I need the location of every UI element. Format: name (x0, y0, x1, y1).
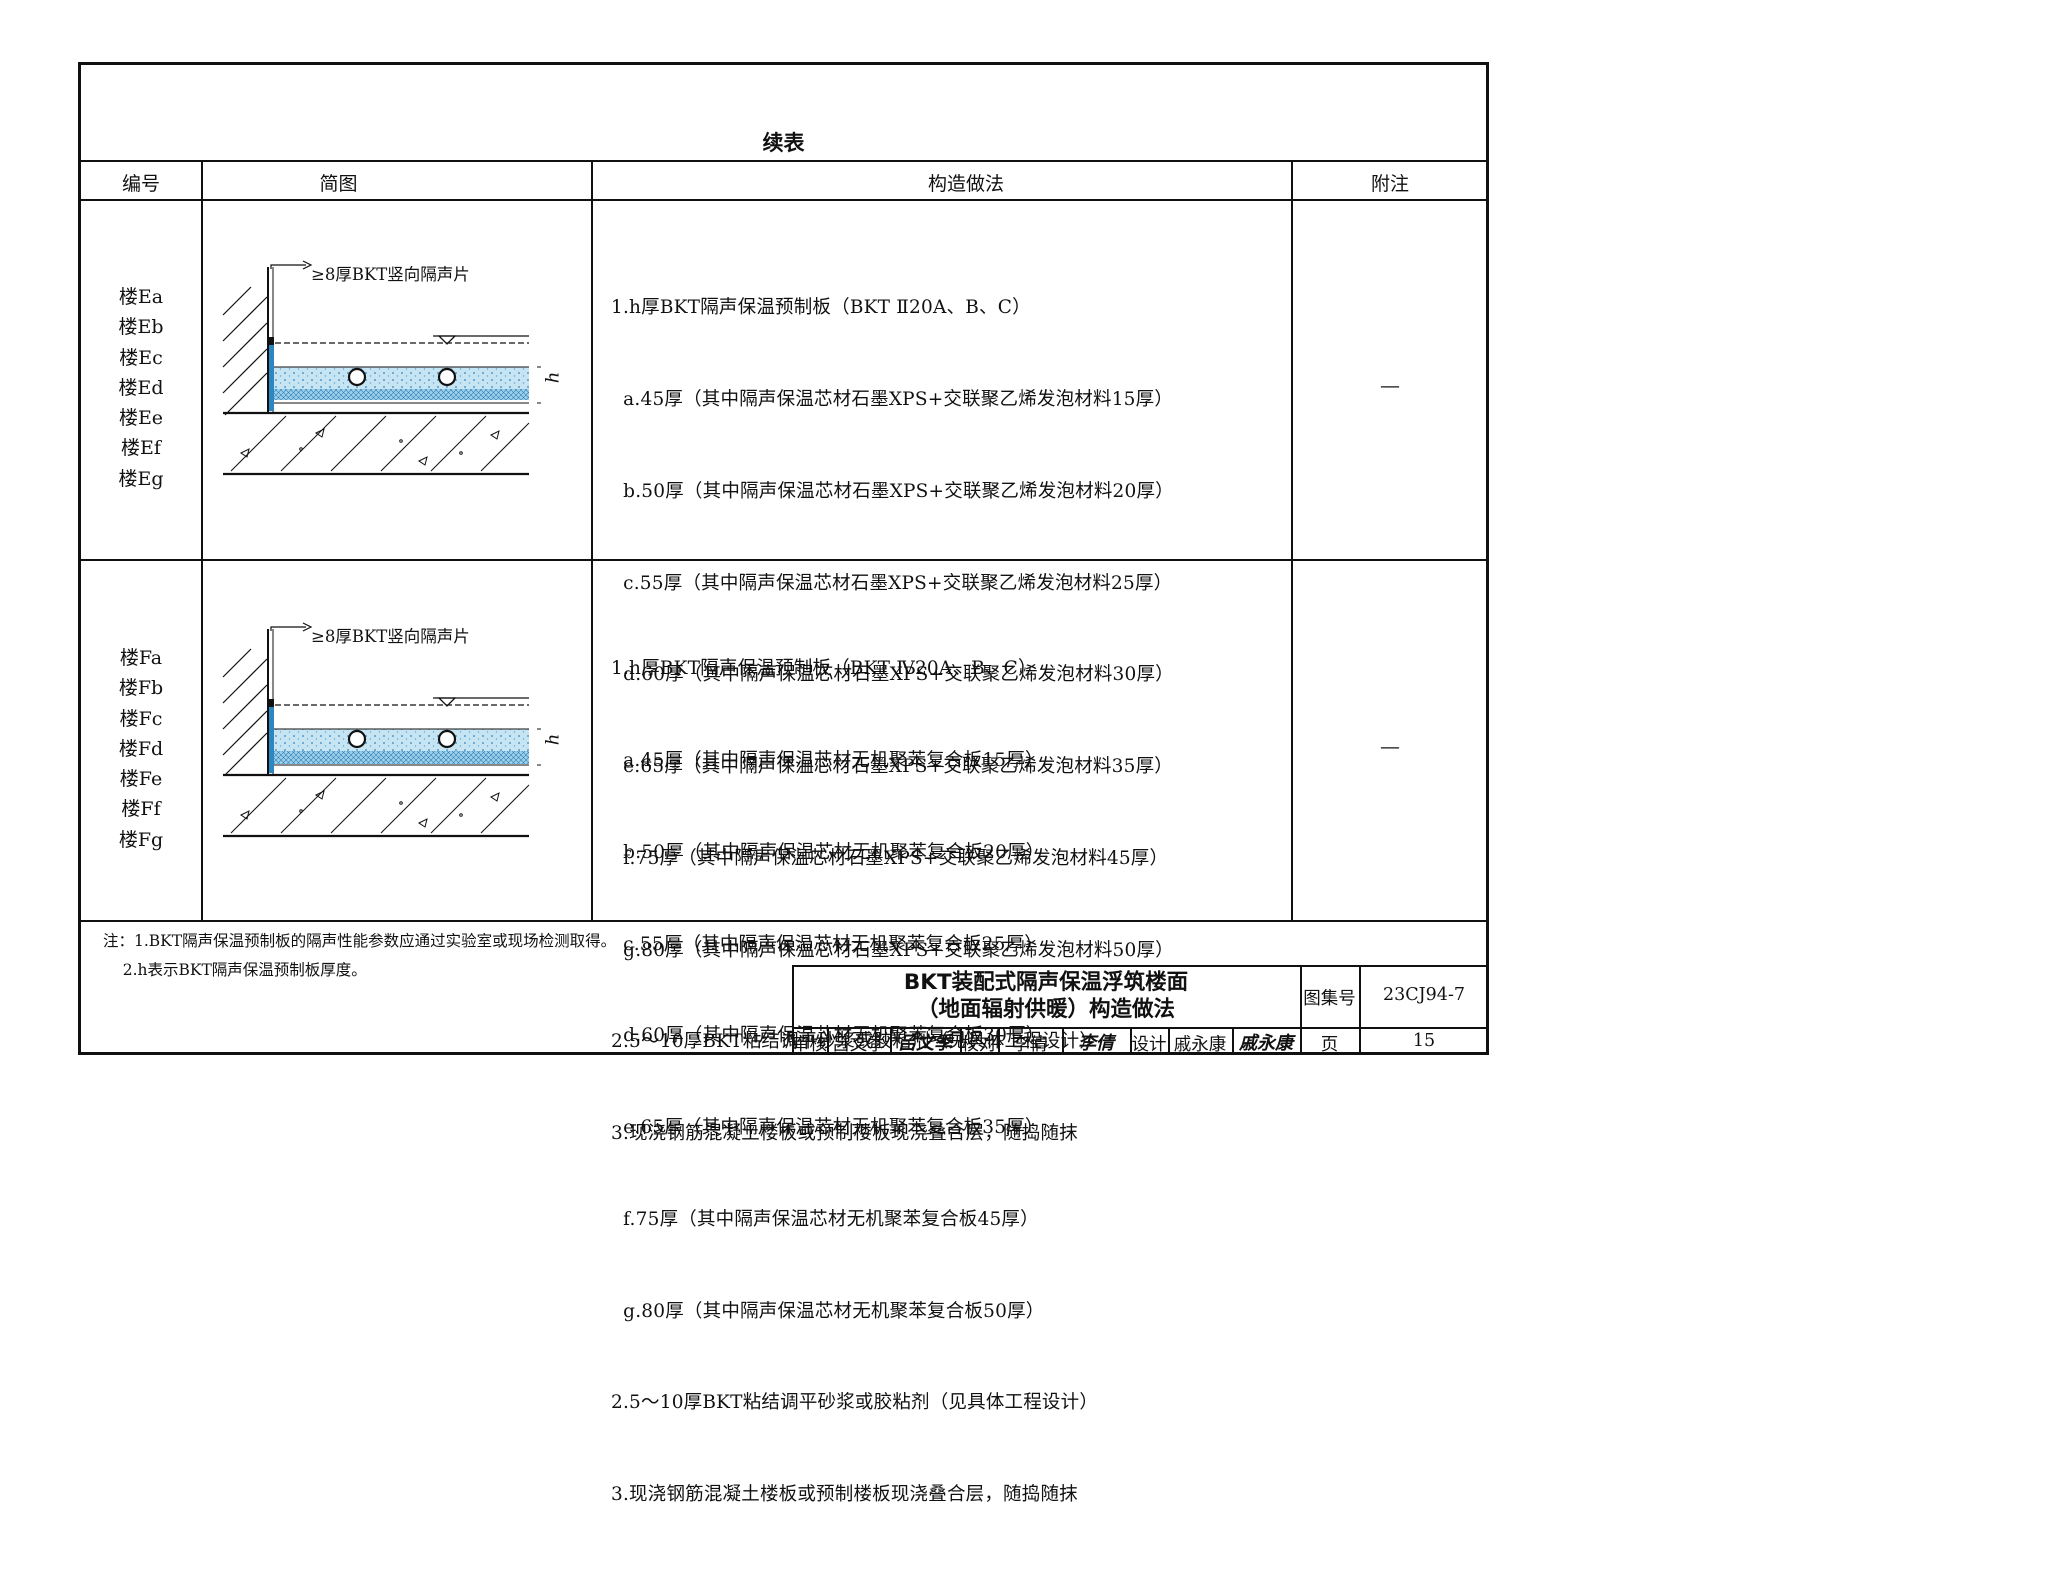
code-item: 楼Fb (118, 677, 164, 700)
design-signature: 戚永康 (1239, 1033, 1293, 1054)
step-line: b.50厚（其中隔声保温芯材无机聚苯复合板20厚） (611, 841, 1045, 863)
col-line-3 (1291, 160, 1293, 921)
step-line: c.55厚（其中隔声保温芯材石墨XPS+交联聚乙烯发泡材料25厚） (611, 572, 1173, 594)
note-2: 2.h表示BKT隔声保温预制板厚度。 (103, 961, 367, 979)
drawing-title: BKT装配式隔声保温浮筑楼面 （地面辐射供暖）构造做法 (792, 969, 1300, 1023)
header-bottom-line (81, 199, 1486, 201)
col-line-1 (201, 160, 203, 921)
row-1-sketch-label: ≥8厚BKT竖向隔声片 (311, 261, 470, 285)
tb-sep-7 (1168, 1027, 1170, 1055)
header-top-line (81, 160, 1486, 162)
sketch-label-text: 8厚BKT竖向隔声片 (324, 627, 470, 646)
tb-sep-8 (1232, 1027, 1234, 1055)
step-line: 2.5～10厚BKT粘结调平砂浆或胶粘剂（见具体工程设计） (611, 1392, 1099, 1414)
row-1-steps: 1.h厚BKT隔声保温预制板（BKT Ⅱ20A、B、C） a.45厚（其中隔声保… (611, 232, 1174, 1211)
row-2-sketch (222, 622, 541, 838)
page-number: 15 (1412, 1031, 1436, 1051)
step-line: a.45厚（其中隔声保温芯材石墨XPS+交联聚乙烯发泡材料15厚） (611, 388, 1174, 410)
atlas-label: 图集号 (1303, 989, 1356, 1009)
title-block: BKT装配式隔声保温浮筑楼面 （地面辐射供暖）构造做法 图集号 23CJ94-7… (792, 965, 1489, 1055)
drawing-frame: 续表 编号 简图 构造做法 附注 楼Ea 楼Eb 楼Ec 楼Ed 楼Ee 楼Ef… (78, 62, 1489, 1505)
header-sketch: 简图 (319, 173, 358, 195)
tb-sep-5 (1062, 1027, 1064, 1055)
check-label: 校对 (961, 1035, 997, 1055)
code-item: 楼Fa (119, 647, 163, 669)
code-item: 楼Ef (121, 437, 161, 460)
code-item: 楼Fg (118, 828, 164, 851)
code-item: 楼Fe (119, 768, 163, 791)
review-name: 吕文季 (832, 1035, 885, 1055)
row-2-h-dimension: h (542, 733, 564, 746)
step-line: b.50厚（其中隔声保温芯材石墨XPS+交联聚乙烯发泡材料20厚） (611, 480, 1174, 502)
tb-sep-1 (827, 1027, 829, 1055)
step-line: f.75厚（其中隔声保温芯材石墨XPS+交联聚乙烯发泡材料45厚） (611, 847, 1169, 869)
col-line-2 (591, 160, 593, 921)
tb-sep-3 (960, 1027, 962, 1055)
table-title: 续表 (762, 131, 805, 155)
step-line: f.75厚（其中隔声保温芯材无机聚苯复合板45厚） (611, 1208, 1039, 1230)
code-item: 楼Eb (118, 316, 164, 339)
row-2-steps: 1.h厚BKT隔声保温预制板（BKT Ⅳ20A、B、C） a.45厚（其中隔声保… (611, 593, 1098, 1572)
row-1-codes: 楼Ea 楼Eb 楼Ec 楼Ed 楼Ee 楼Ef 楼Eg (81, 282, 201, 494)
row-1-sketch (222, 260, 541, 476)
tb-sep-2 (890, 1027, 892, 1055)
tb-mid-line (792, 1027, 1489, 1029)
row-2-codes: 楼Fa 楼Fb 楼Fc 楼Fd 楼Fe 楼Ff 楼Fg (81, 643, 201, 855)
step-line: c.55厚（其中隔声保温芯材无机聚苯复合板25厚） (611, 933, 1043, 955)
tb-sep-6 (1130, 1027, 1132, 1055)
header-code: 编号 (121, 173, 160, 195)
step-line: 2.5～10厚BKT粘结调平砂浆或胶粘剂（见具体工程设计） (611, 1031, 1099, 1053)
header-method: 构造做法 (927, 173, 1004, 195)
tb-left-line (792, 965, 794, 1055)
step-line: e.65厚（其中隔声保温芯材石墨XPS+交联聚乙烯发泡材料35厚） (611, 756, 1173, 778)
code-item: 楼Ea (118, 286, 164, 308)
ge-symbol: ≥ (311, 627, 325, 646)
row-1-h-dimension: h (542, 371, 564, 384)
code-item: 楼Ff (121, 798, 161, 821)
step-line: e.65厚（其中隔声保温芯材无机聚苯复合板35厚） (611, 1117, 1044, 1139)
code-item: 楼Ed (118, 376, 164, 399)
note-1: 注：1.BKT隔声保温预制板的隔声性能参数应通过实验室或现场检测取得。 (103, 932, 617, 950)
code-item: 楼Ec (119, 346, 163, 369)
step-line: g.80厚（其中隔声保温芯材石墨XPS+交联聚乙烯发泡材料50厚） (611, 939, 1174, 961)
step-line: 3.现浇钢筋混凝土楼板或预制楼板现浇叠合层，随捣随抹 (611, 1484, 1078, 1506)
row-divider (81, 559, 1486, 561)
sketch-label-text: 8厚BKT竖向隔声片 (324, 265, 470, 284)
check-signature: 李倩 (1078, 1033, 1114, 1054)
drawing-title-line-1: BKT装配式隔声保温浮筑楼面 (903, 970, 1189, 995)
step-line: g.80厚（其中隔声保温芯材无机聚苯复合板50厚） (611, 1300, 1045, 1322)
header-remark: 附注 (1370, 173, 1409, 195)
code-item: 楼Fd (118, 737, 164, 760)
step-line: d.60厚（其中隔声保温芯材无机聚苯复合板30厚） (611, 1025, 1045, 1047)
drawing-title-line-2: （地面辐射供暖）构造做法 (916, 997, 1175, 1022)
review-label: 审核 (792, 1035, 827, 1055)
step-line: 1.h厚BKT隔声保温预制板（BKT Ⅱ20A、B、C） (611, 297, 1031, 319)
tb-col-a (1300, 965, 1302, 1055)
step-line: 1.h厚BKT隔声保温预制板（BKT Ⅳ20A、B、C） (611, 658, 1037, 680)
design-name: 戚永康 (1173, 1035, 1227, 1055)
tb-col-b (1359, 965, 1361, 1055)
row-2-remark: — (1380, 734, 1400, 758)
step-line: a.45厚（其中隔声保温芯材无机聚苯复合板15厚） (611, 749, 1044, 771)
tb-sep-4 (998, 1027, 1000, 1055)
design-label: 设计 (1131, 1035, 1167, 1055)
table-bottom-line (81, 920, 1486, 922)
row-2-sketch-label: ≥8厚BKT竖向隔声片 (311, 623, 470, 647)
page-label: 页 (1320, 1035, 1339, 1055)
code-item: 楼Eg (118, 467, 164, 490)
check-name: 李倩 (1012, 1035, 1048, 1055)
atlas-number: 23CJ94-7 (1383, 985, 1465, 1005)
tb-top-line (792, 965, 1489, 967)
code-item: 楼Fc (119, 707, 163, 730)
step-line: d.60厚（其中隔声保温芯材石墨XPS+交联聚乙烯发泡材料30厚） (611, 664, 1174, 686)
code-item: 楼Ee (118, 407, 164, 430)
ge-symbol: ≥ (311, 265, 325, 284)
row-1-remark: — (1380, 373, 1400, 397)
step-line: 3.现浇钢筋混凝土楼板或预制楼板现浇叠合层，随捣随抹 (611, 1123, 1078, 1145)
review-signature: 吕文季 (898, 1033, 952, 1054)
